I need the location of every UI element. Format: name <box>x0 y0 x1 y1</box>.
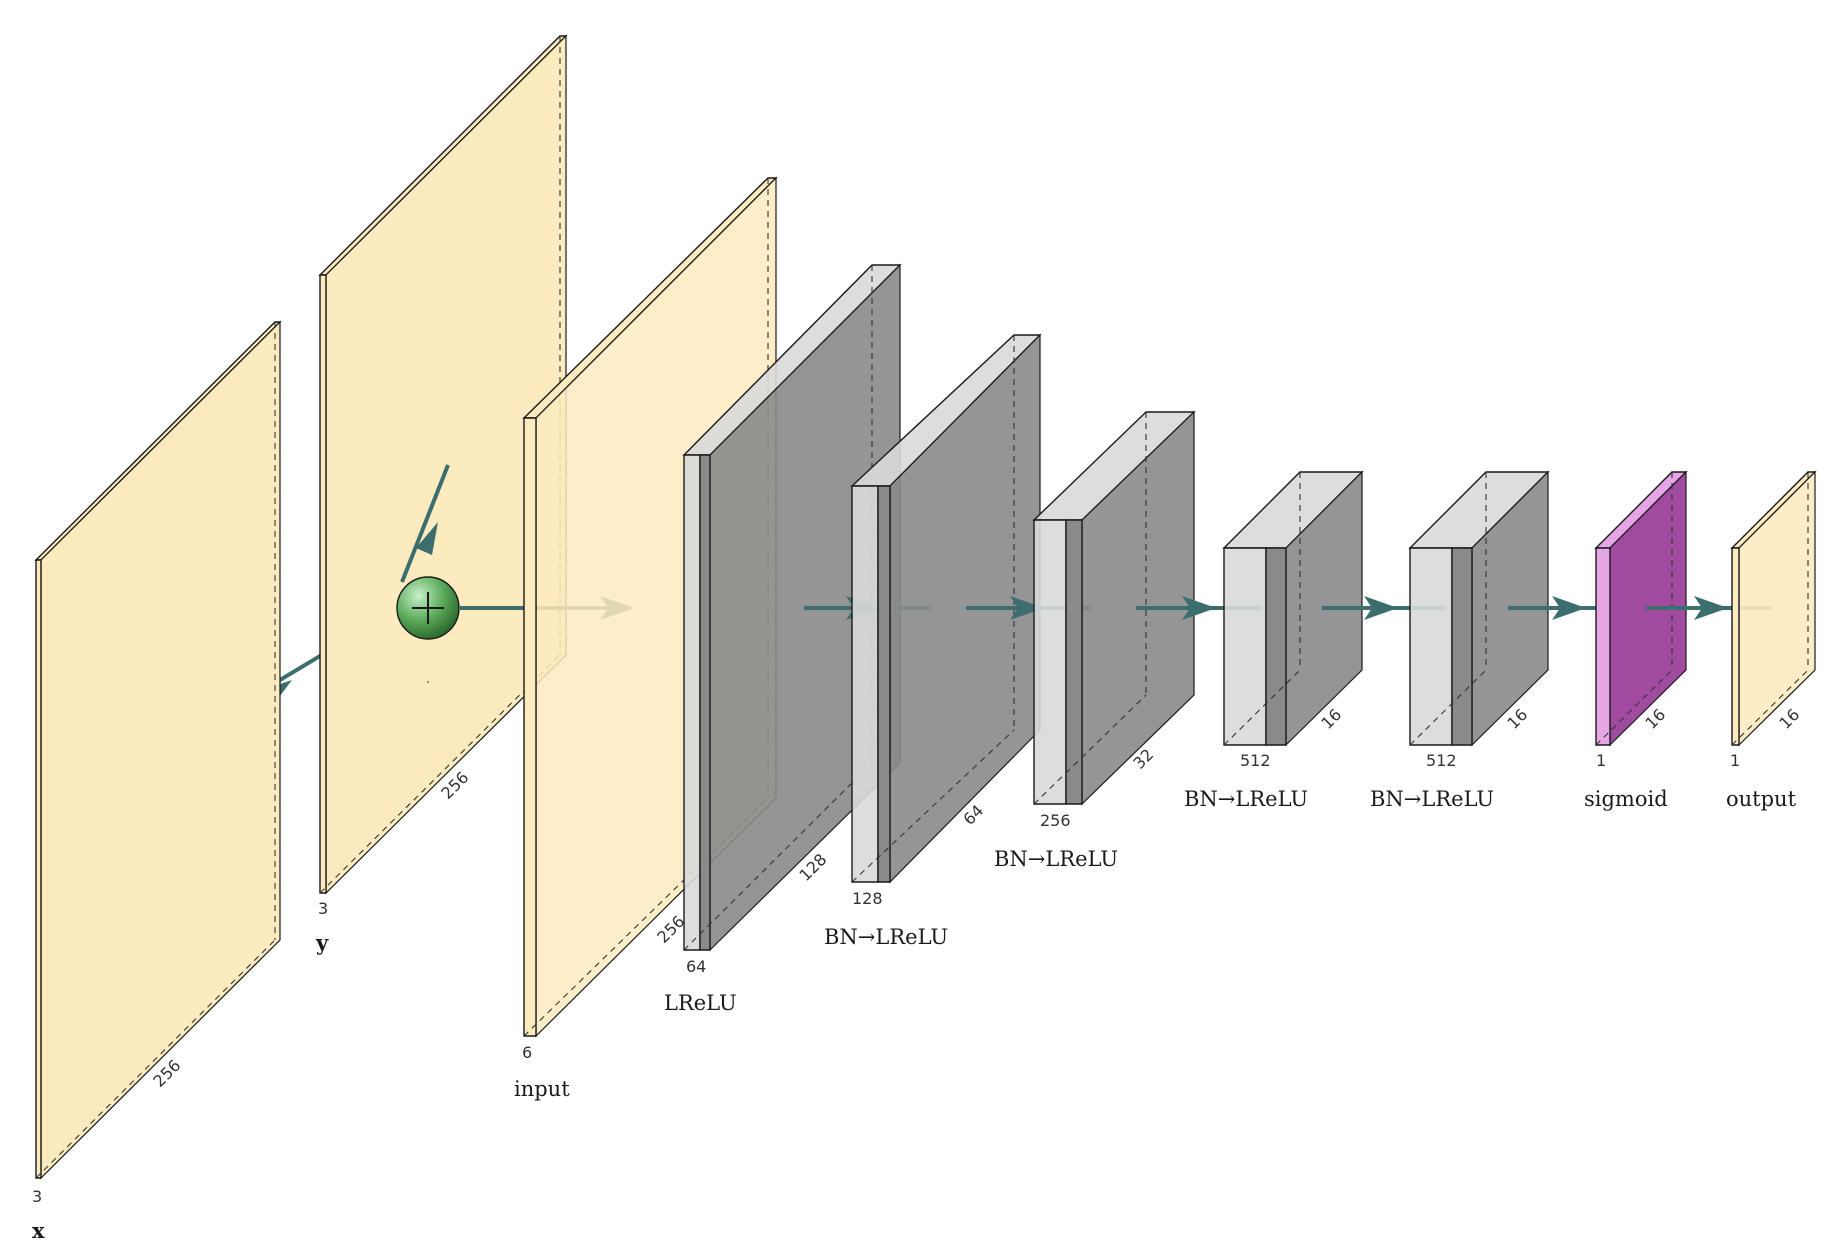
block-input-label: input <box>514 1077 570 1101</box>
block-x-depth: 3 <box>32 1187 42 1206</box>
block-conv4: 512 16 BN→LReLU <box>1184 470 1364 811</box>
arrow-head-icon <box>416 522 438 555</box>
block-sigmoid-depth: 1 <box>1596 751 1606 770</box>
arrow-head-icon <box>1182 596 1216 620</box>
block-input-depth: 6 <box>522 1043 532 1062</box>
block-x-label: x <box>32 1218 45 1243</box>
block-conv4-depth: 512 <box>1240 751 1271 770</box>
block-conv2-depth: 128 <box>852 889 883 908</box>
block-sigmoid-label: sigmoid <box>1584 787 1668 811</box>
arrow-head-icon <box>1552 596 1586 620</box>
block-conv5: 512 16 BN→LReLU <box>1370 470 1550 811</box>
block-y-label: y <box>315 930 329 955</box>
block-conv3-depth: 256 <box>1040 811 1071 830</box>
block-output-size: 16 <box>1775 705 1803 733</box>
block-conv2-label: BN→LReLU <box>824 925 948 949</box>
block-conv5-label: BN→LReLU <box>1370 787 1494 811</box>
block-conv5-depth: 512 <box>1426 751 1457 770</box>
block-x: 3 256 x <box>32 320 282 1243</box>
block-conv2: 128 64 BN→LReLU <box>824 333 1042 949</box>
arrow-head-icon <box>1364 596 1398 620</box>
arrow-head-icon <box>1010 596 1044 620</box>
block-output-depth: 1 <box>1730 751 1740 770</box>
block-sigmoid: 1 16 sigmoid <box>1584 470 1688 811</box>
block-input-size: 256 <box>653 912 688 947</box>
block-conv1-depth: 64 <box>686 957 706 976</box>
block-output-label: output <box>1726 787 1797 811</box>
connection-y-to-sum <box>400 464 450 583</box>
block-output: 1 16 output <box>1726 470 1817 811</box>
block-conv4-label: BN→LReLU <box>1184 787 1308 811</box>
block-y-depth: 3 <box>318 899 328 918</box>
arrow-head-icon <box>1694 596 1728 620</box>
block-conv3-label: BN→LReLU <box>994 847 1118 871</box>
block-conv1-label: LReLU <box>664 991 737 1015</box>
